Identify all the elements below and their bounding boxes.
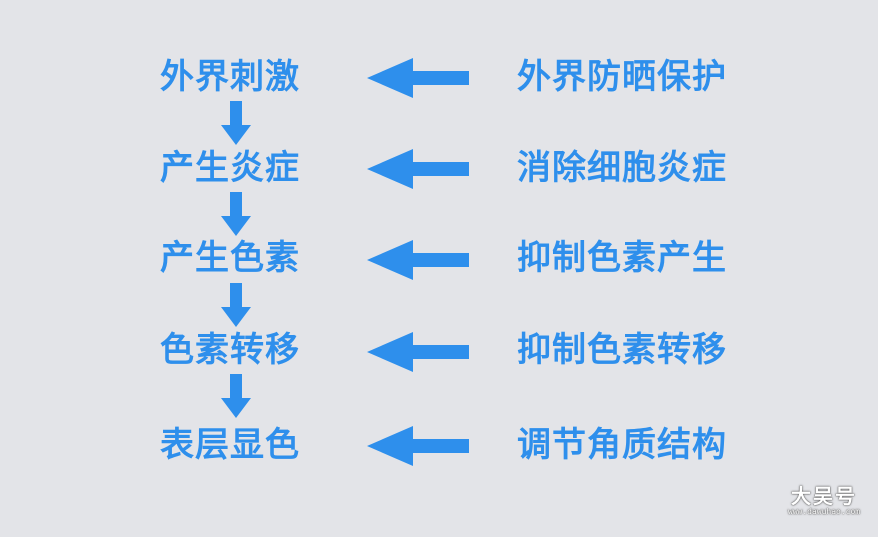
down-arrow-icon — [221, 101, 251, 145]
down-arrow-icon — [221, 374, 251, 418]
right-step-2: 消除细胞炎症 — [517, 148, 727, 188]
down-arrow-icon — [221, 283, 251, 327]
left-arrow-icon — [367, 58, 469, 98]
right-step-1: 外界防晒保护 — [517, 57, 727, 97]
left-step-1: 外界刺激 — [160, 57, 300, 97]
right-step-5: 调节角质结构 — [517, 425, 727, 465]
left-step-2: 产生炎症 — [160, 148, 300, 188]
watermark-text: 大吴号 — [791, 484, 857, 508]
left-arrow-icon — [367, 426, 469, 466]
left-arrow-icon — [367, 240, 469, 280]
right-step-4: 抑制色素转移 — [517, 330, 727, 370]
down-arrow-icon — [221, 192, 251, 236]
left-step-4: 色素转移 — [160, 330, 300, 370]
right-step-3: 抑制色素产生 — [517, 238, 727, 278]
watermark-url: www.dawuhao.com — [787, 507, 861, 516]
left-step-5: 表层显色 — [160, 425, 300, 465]
watermark-logo: 大吴号 www.dawuhao.com — [784, 485, 864, 517]
left-arrow-icon — [367, 332, 469, 372]
left-step-3: 产生色素 — [160, 238, 300, 278]
left-arrow-icon — [367, 149, 469, 189]
